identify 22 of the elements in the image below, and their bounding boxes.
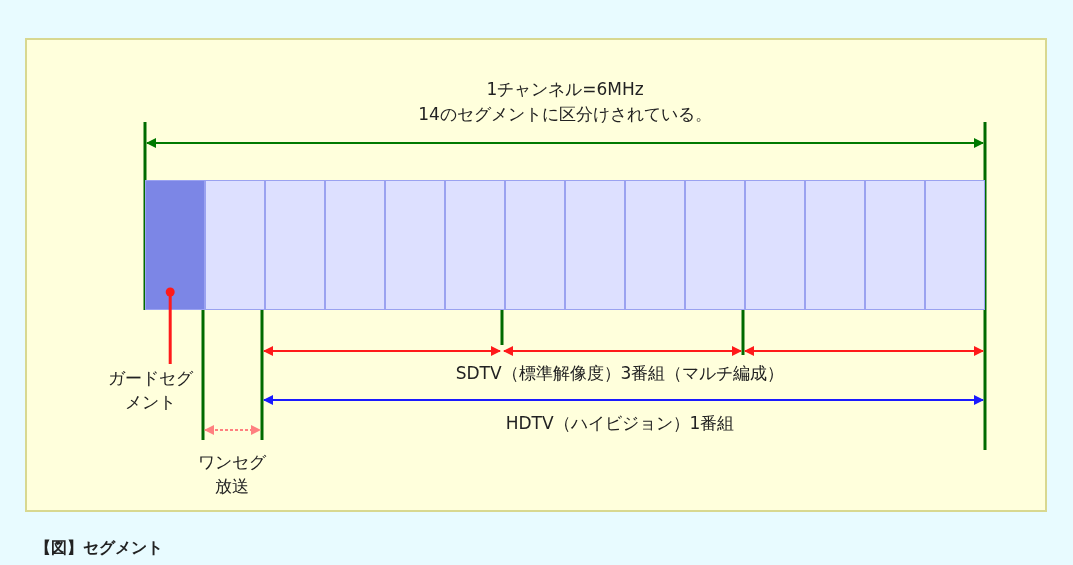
segment-cell: [925, 180, 985, 310]
segment-cell: [445, 180, 505, 310]
segment-cell: [865, 180, 925, 310]
segment-cell: [805, 180, 865, 310]
figure-caption: 【図】セグメント: [35, 538, 163, 559]
segment-cell: [265, 180, 325, 310]
segment-cell: [685, 180, 745, 310]
segment-cell: [385, 180, 445, 310]
segment-cell: [325, 180, 385, 310]
segment-cell: [745, 180, 805, 310]
oneseg-label: ワンセグ放送: [197, 451, 267, 498]
leader-line: [165, 287, 175, 364]
sdtv-label: SDTV（標準解像度）3番組（マルチ編成）: [455, 362, 785, 385]
segment-cell: [625, 180, 685, 310]
segment-label: ガードセグメント: [105, 366, 195, 414]
segment-cell: [565, 180, 625, 310]
hdtv-label: HDTV（ハイビジョン）1番組: [505, 412, 735, 435]
segment-cell: [505, 180, 565, 310]
segment-cell: [205, 180, 265, 310]
channel-width-label: 1チャンネル=6MHz: [486, 78, 644, 101]
segment-count-note: 14のセグメントに区分けされている。: [418, 103, 712, 126]
segment-cell: [145, 180, 205, 310]
